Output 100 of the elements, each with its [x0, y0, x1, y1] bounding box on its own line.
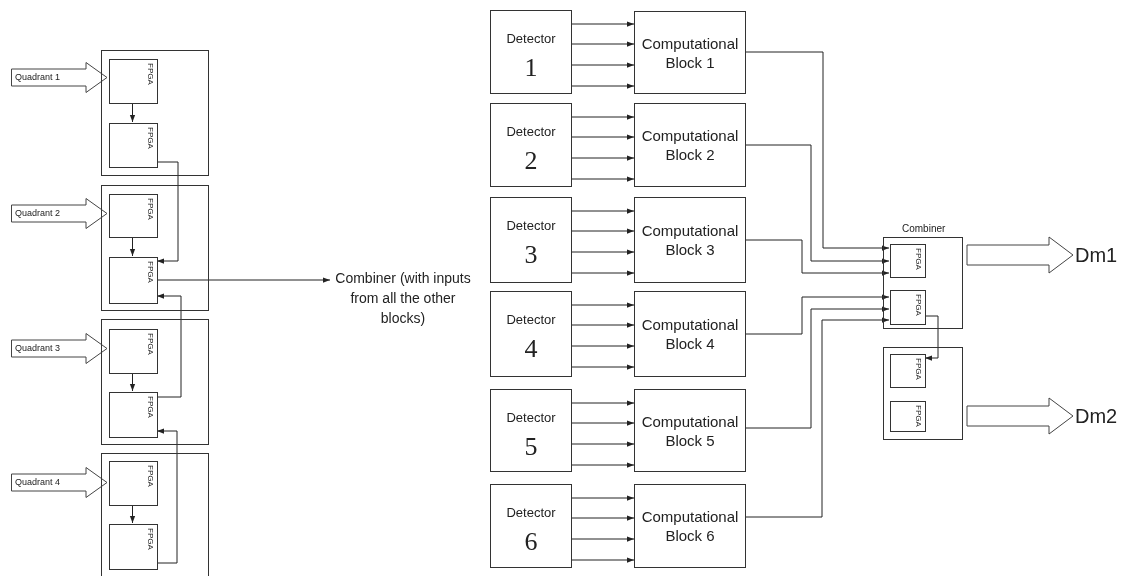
- combiner-heading: Combiner: [902, 223, 946, 235]
- input-block-arrow: [11, 467, 108, 498]
- module-box: [101, 50, 209, 176]
- fpga-label: FPGA: [914, 358, 923, 380]
- detector-box: [490, 103, 572, 187]
- computational-block: [634, 291, 746, 377]
- detector-number: 3: [524, 240, 538, 270]
- fpga-box: [109, 461, 158, 506]
- arrow: [129, 102, 136, 123]
- block-label: Computational Block 5: [640, 411, 740, 450]
- quadrant-label: Quadrant 1: [15, 71, 61, 83]
- arrow: [571, 462, 635, 468]
- detector-box: [490, 291, 572, 377]
- arrow: [571, 270, 635, 276]
- fpga-box: [890, 290, 926, 325]
- fpga-label: FPGA: [146, 261, 155, 283]
- arrow: [571, 364, 635, 370]
- arrow: [571, 176, 635, 182]
- fpga-label: FPGA: [146, 198, 155, 220]
- computational-block: [634, 389, 746, 472]
- detector-number: 5: [524, 432, 538, 462]
- fpga-label: FPGA: [146, 465, 155, 487]
- detector-box: [490, 389, 572, 472]
- output-label: Dm1: [1075, 240, 1135, 270]
- arrow: [571, 134, 635, 140]
- module-box: [101, 319, 209, 445]
- block-label: Computational Block 4: [640, 315, 740, 353]
- arrow: [745, 317, 890, 518]
- output-block-arrow: [966, 397, 1074, 435]
- arrow: [571, 208, 635, 214]
- arrow: [745, 239, 890, 276]
- arrow: [129, 372, 136, 392]
- fpga-box: [890, 354, 926, 388]
- arrow: [571, 114, 635, 120]
- arrow: [129, 236, 136, 257]
- arrow: [571, 21, 635, 27]
- fpga-label: FPGA: [914, 405, 923, 427]
- arrow: [571, 557, 635, 563]
- detector-label: Detector: [506, 31, 556, 47]
- detector-box: [490, 10, 572, 94]
- arrow: [156, 277, 331, 283]
- block-label: Computational Block 3: [640, 221, 740, 259]
- arrow: [571, 343, 635, 349]
- detector-box: [490, 197, 572, 283]
- computational-block: [634, 103, 746, 187]
- block-label: Computational Block 1: [640, 33, 740, 72]
- detector-box: [490, 484, 572, 568]
- fpga-box: [109, 194, 158, 238]
- combiner-note: Combiner (with inputs from all the other blocks): [330, 268, 476, 332]
- computational-block: [634, 197, 746, 283]
- detector-number: 6: [524, 527, 538, 557]
- arrow: [156, 293, 182, 398]
- arrow: [745, 51, 890, 251]
- arrow: [571, 62, 635, 68]
- arrow: [571, 302, 635, 308]
- fpga-box: [109, 329, 158, 374]
- detector-number: 1: [524, 53, 538, 83]
- detector-number: 2: [524, 146, 538, 176]
- detector-label: Detector: [506, 218, 556, 234]
- detector-label: Detector: [506, 410, 556, 426]
- fpga-box: [109, 392, 158, 438]
- arrow: [924, 315, 939, 361]
- arrow: [745, 294, 890, 335]
- detector-label: Detector: [506, 124, 556, 140]
- quadrant-label: Quadrant 3: [15, 342, 61, 354]
- fpga-box: [890, 244, 926, 278]
- input-block-arrow: [11, 333, 108, 364]
- module-box: [101, 453, 209, 576]
- detector-label: Detector: [506, 505, 556, 521]
- arrow: [571, 441, 635, 447]
- fpga-label: FPGA: [146, 127, 155, 149]
- fpga-label: FPGA: [146, 63, 155, 85]
- arrow: [156, 428, 178, 564]
- computational-block: [634, 484, 746, 568]
- arrow: [129, 504, 136, 524]
- arrow: [745, 306, 890, 429]
- arrow: [571, 83, 635, 89]
- arrow: [571, 322, 635, 328]
- arrow: [571, 41, 635, 47]
- detector-label: Detector: [506, 312, 556, 328]
- block-label: Computational Block 6: [640, 507, 740, 545]
- module-box: [883, 347, 963, 440]
- arrow: [571, 155, 635, 161]
- output-block-arrow: [966, 236, 1074, 274]
- quadrant-label: Quadrant 2: [15, 207, 61, 219]
- detector-number: 4: [524, 334, 538, 364]
- quadrant-label: Quadrant 4: [15, 476, 61, 488]
- arrow: [571, 249, 635, 255]
- input-block-arrow: [11, 198, 108, 229]
- computational-block: [634, 11, 746, 94]
- output-label: Dm2: [1075, 401, 1135, 431]
- block-label: Computational Block 2: [640, 126, 740, 164]
- module-box: [101, 185, 209, 311]
- fpga-label: FPGA: [146, 528, 155, 550]
- arrow: [571, 515, 635, 521]
- fpga-label: FPGA: [146, 396, 155, 418]
- input-block-arrow: [11, 62, 108, 93]
- arrow: [745, 144, 890, 264]
- fpga-box: [109, 123, 158, 168]
- fpga-box: [109, 524, 158, 570]
